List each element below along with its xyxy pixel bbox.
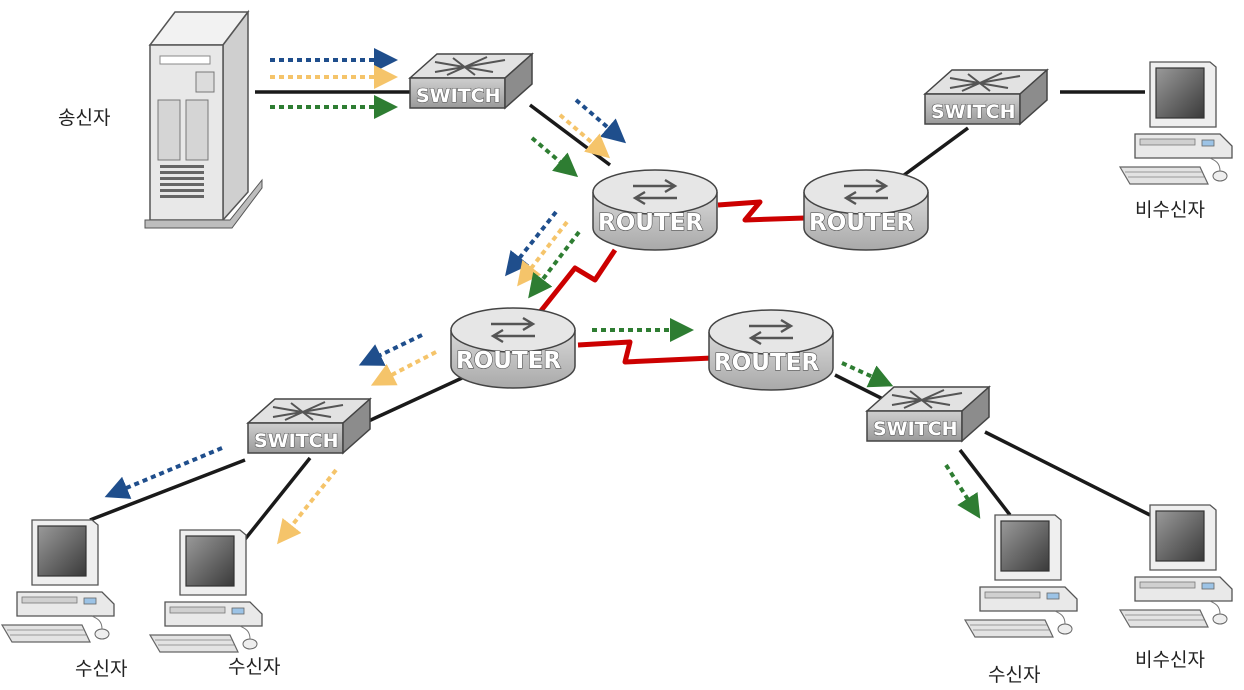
receiver-label: 수신자 <box>75 658 128 680</box>
switch-icon: SWITCH <box>866 386 990 442</box>
switch-label: SWITCH <box>254 430 339 452</box>
desktop-computer-icon <box>149 529 263 653</box>
router-label: ROUTER <box>714 350 819 376</box>
switch-label: SWITCH <box>931 101 1016 123</box>
switch-label: SWITCH <box>873 418 958 440</box>
sender-label: 송신자 <box>58 107 111 129</box>
desktop-computer-icon <box>1119 61 1233 185</box>
router-icon: ROUTER <box>591 168 719 252</box>
non-receiver-label: 비수신자 <box>1135 199 1205 221</box>
router-icon: ROUTER <box>449 306 577 390</box>
desktop-computer-icon <box>964 514 1078 638</box>
non-receiver-label: 비수신자 <box>1135 649 1205 671</box>
switch-label: SWITCH <box>416 85 501 107</box>
lan-links <box>89 90 1151 550</box>
router-icon: ROUTER <box>707 308 835 392</box>
flow-arrows <box>104 48 981 545</box>
router-icon: ROUTER <box>802 168 930 252</box>
desktop-computer-icon <box>1119 504 1233 628</box>
switch-icon: SWITCH <box>247 398 371 454</box>
router-label: ROUTER <box>598 210 703 236</box>
desktop-computer-icon <box>1 519 115 643</box>
router-label: ROUTER <box>456 348 561 374</box>
router-label: ROUTER <box>809 210 914 236</box>
wan-links <box>538 199 806 365</box>
receiver-label: 수신자 <box>988 664 1041 686</box>
switch-icon: SWITCH <box>409 53 533 109</box>
receiver-label: 수신자 <box>228 656 281 678</box>
server-icon <box>144 9 263 229</box>
switch-icon: SWITCH <box>924 69 1048 125</box>
